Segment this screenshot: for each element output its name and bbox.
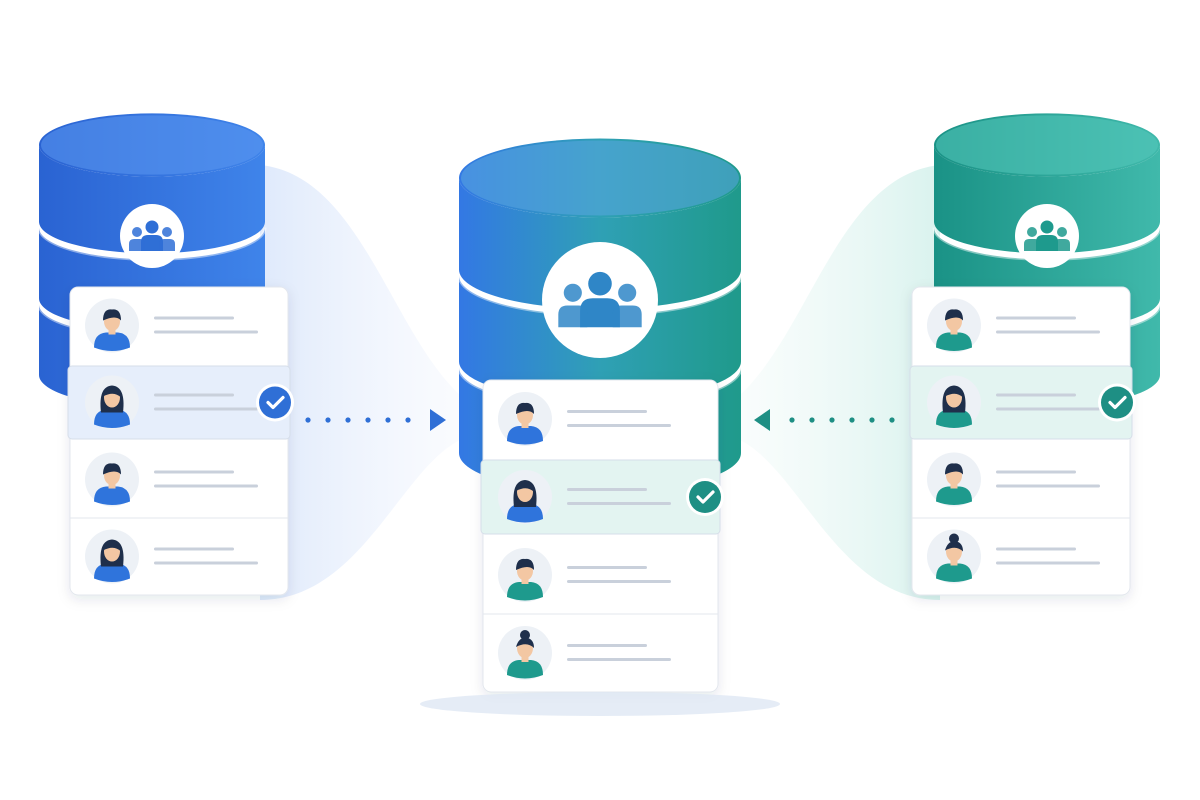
- center-ground-shadow: [420, 692, 780, 716]
- database-center: [457, 138, 743, 693]
- record-line-secondary: [996, 330, 1100, 334]
- connector-dot: [305, 417, 311, 423]
- record-line-primary: [996, 393, 1076, 397]
- female-bun-user-icon: [498, 626, 552, 680]
- record-row[interactable]: [927, 452, 1100, 507]
- record-row[interactable]: [498, 392, 671, 446]
- record-row[interactable]: [70, 517, 288, 584]
- connector-dot: [325, 417, 331, 423]
- record-list: [909, 286, 1136, 596]
- database-top-highlight: [461, 140, 739, 216]
- record-line-secondary: [567, 502, 671, 505]
- female-bun-user-icon: [927, 529, 981, 584]
- record-line-secondary: [154, 407, 258, 411]
- flow-ribbon-left: [260, 165, 460, 600]
- connector-dot: [849, 417, 855, 423]
- connector-dot: [789, 417, 795, 423]
- users-group-icon: [1015, 204, 1079, 268]
- database-left: [37, 113, 294, 596]
- record-row[interactable]: [912, 517, 1130, 584]
- arrow-right-icon: [430, 409, 446, 431]
- record-row-selected[interactable]: [480, 459, 724, 535]
- record-line-secondary: [567, 658, 671, 661]
- record-line-secondary: [996, 484, 1100, 488]
- users-group-icon: [542, 242, 658, 358]
- record-row[interactable]: [927, 298, 1100, 353]
- database-segment: [39, 145, 265, 254]
- record-line-primary: [567, 566, 647, 569]
- male-user-icon: [85, 452, 139, 507]
- record-row[interactable]: [85, 298, 258, 353]
- check-circle-icon: [1098, 383, 1136, 422]
- record-line-secondary: [996, 561, 1100, 565]
- flow-ribbon-right: [740, 165, 940, 600]
- connector-dot: [869, 417, 875, 423]
- record-line-secondary: [154, 484, 258, 488]
- record-list: [480, 379, 724, 693]
- record-line-secondary: [567, 580, 671, 583]
- connector-dot: [365, 417, 371, 423]
- record-line-secondary: [154, 561, 258, 565]
- record-line-primary: [567, 410, 647, 413]
- connector-dot: [405, 417, 411, 423]
- record-line-primary: [996, 316, 1076, 320]
- record-row[interactable]: [85, 452, 258, 507]
- record-row[interactable]: [483, 613, 718, 680]
- connector-dot: [889, 417, 895, 423]
- record-line-primary: [567, 488, 647, 491]
- connector-right-to-center: [754, 409, 895, 431]
- record-line-secondary: [996, 407, 1100, 411]
- record-line-primary: [154, 547, 234, 551]
- connector-arrows: [305, 409, 895, 431]
- connector-left-to-center: [305, 409, 446, 431]
- male-user-icon: [498, 548, 552, 602]
- record-row-selected[interactable]: [909, 365, 1136, 440]
- male-user-icon: [85, 298, 139, 353]
- record-line-primary: [996, 547, 1076, 551]
- record-line-secondary: [154, 330, 258, 334]
- users-group-icon: [120, 204, 184, 268]
- database-top-highlight: [936, 115, 1158, 175]
- database-segment: [934, 145, 1160, 254]
- arrow-left-icon: [754, 409, 770, 431]
- female-user-icon: [498, 470, 552, 524]
- record-line-primary: [996, 470, 1076, 474]
- record-line-primary: [154, 316, 234, 320]
- connector-dot: [385, 417, 391, 423]
- connector-dot: [829, 417, 835, 423]
- female-user-icon: [85, 529, 139, 584]
- flow-ribbons: [260, 165, 940, 600]
- connector-dot: [345, 417, 351, 423]
- record-row-selected[interactable]: [67, 365, 294, 440]
- database-right: [909, 113, 1162, 596]
- record-line-primary: [154, 393, 234, 397]
- female-user-icon: [85, 375, 139, 430]
- male-user-icon: [927, 452, 981, 507]
- check-circle-icon: [256, 383, 294, 422]
- male-user-icon: [498, 392, 552, 446]
- check-circle-icon: [686, 478, 724, 516]
- record-list: [67, 286, 294, 596]
- connector-dot: [809, 417, 815, 423]
- record-line-primary: [567, 644, 647, 647]
- record-line-secondary: [567, 424, 671, 427]
- female-user-icon: [927, 375, 981, 430]
- record-row[interactable]: [498, 548, 671, 602]
- male-user-icon: [927, 298, 981, 353]
- record-line-primary: [154, 470, 234, 474]
- database-top-highlight: [41, 115, 263, 175]
